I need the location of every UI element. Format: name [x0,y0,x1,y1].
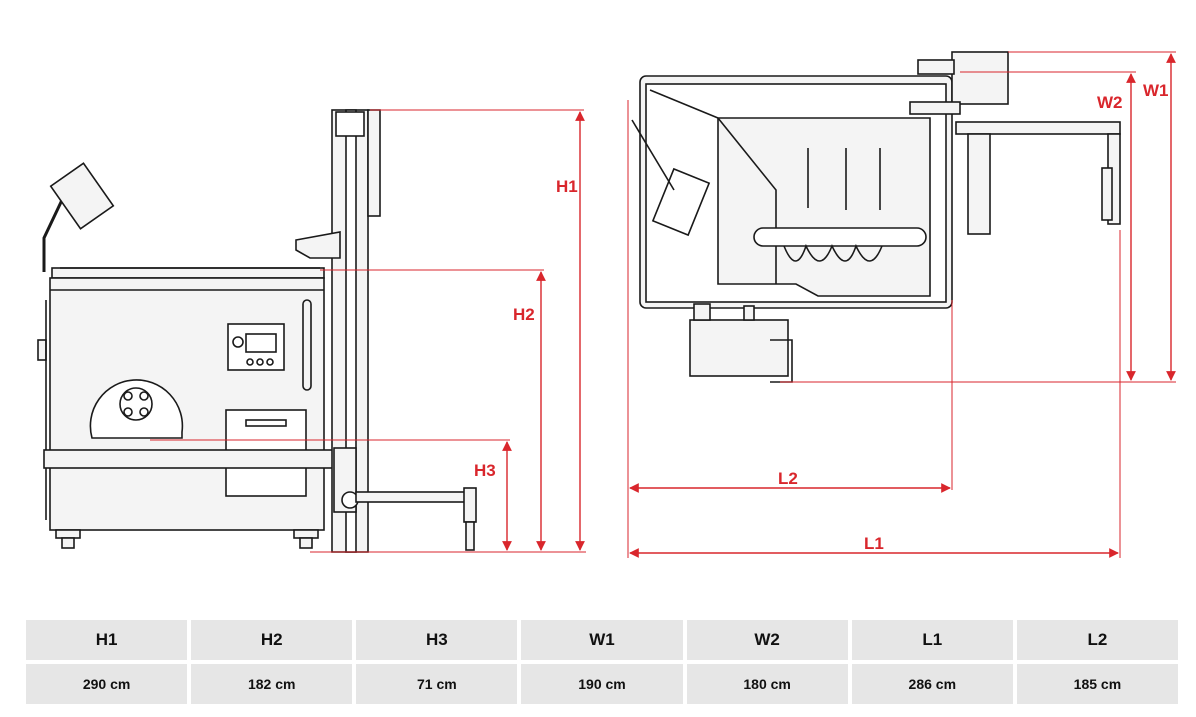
control-tablet [49,162,115,230]
value-h1: 290 cm [26,664,188,704]
label-h1: H1 [556,177,578,196]
value-w2: 180 cm [686,664,848,704]
table-header-row: H1 H2 H3 W1 W2 L1 L2 [26,620,1178,660]
header-w1: W1 [521,620,683,660]
top-dimensions [627,51,1176,558]
table-value-row: 290 cm 182 cm 71 cm 190 cm 180 cm 286 cm… [26,664,1178,704]
header-h2: H2 [191,620,353,660]
label-h3: H3 [474,461,496,480]
technical-drawing: H1 H2 H3 [37,51,1176,558]
label-h2: H2 [513,305,535,324]
value-l1: 286 cm [851,664,1013,704]
discharge-box [689,319,789,377]
label-w1: W1 [1143,81,1169,100]
value-h3: 71 cm [356,664,518,704]
header-h3: H3 [356,620,518,660]
value-w1: 190 cm [521,664,683,704]
value-h2: 182 cm [191,664,353,704]
header-l2: L2 [1016,620,1178,660]
header-l1: L1 [851,620,1013,660]
header-w2: W2 [686,620,848,660]
label-w2: W2 [1097,93,1123,112]
top-view [631,51,1121,383]
header-h1: H1 [26,620,188,660]
label-l1: L1 [864,534,884,553]
label-l2: L2 [778,469,798,488]
side-dimensions [150,109,586,553]
dimensions-table: H1 H2 H3 W1 W2 L1 L2 290 cm 182 cm 71 cm… [22,616,1182,708]
side-view [37,109,477,553]
value-l2: 185 cm [1016,664,1178,704]
